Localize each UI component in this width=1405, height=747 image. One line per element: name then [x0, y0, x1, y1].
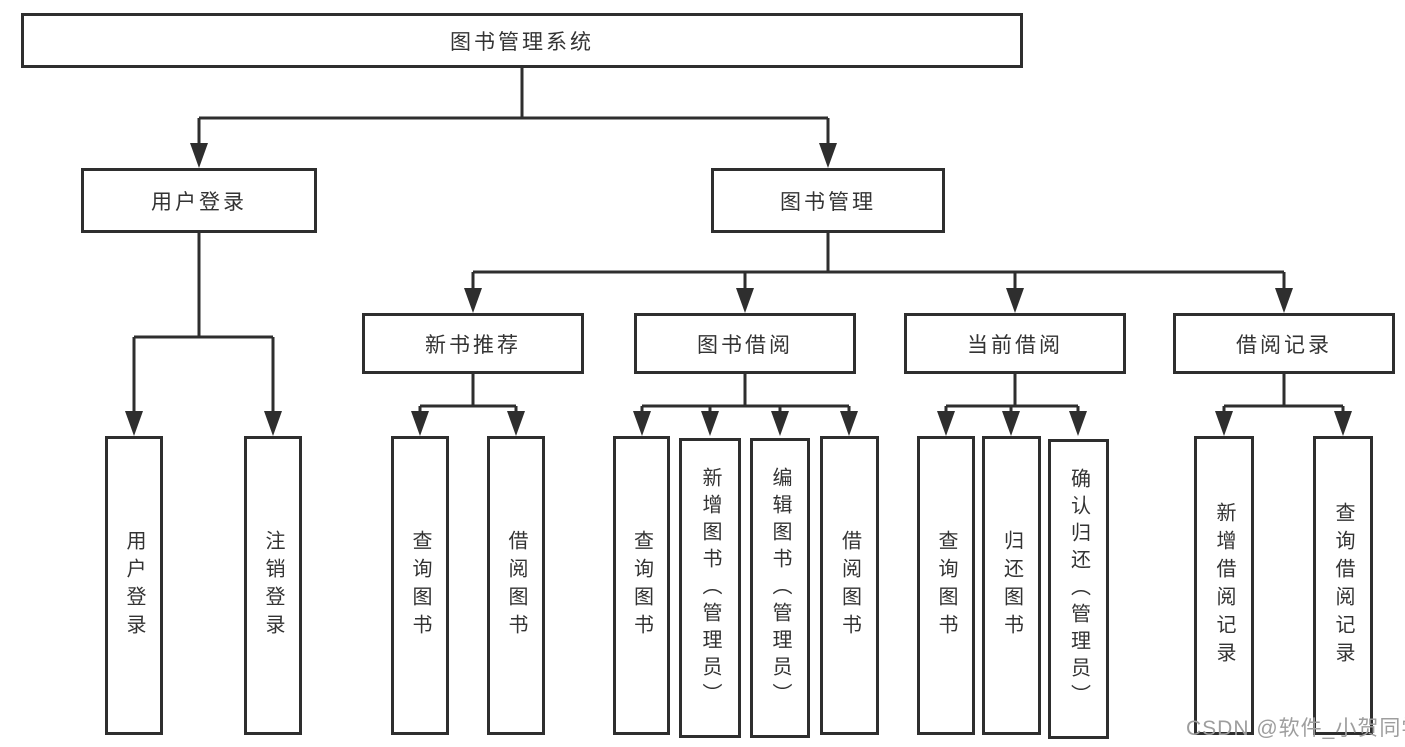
leaf-borrow-edit: 编辑图书（管理员）	[750, 438, 810, 738]
arrow-down-icon	[1069, 411, 1087, 436]
leaf-current-query: 查询图书	[917, 436, 975, 735]
node-book-borrow: 图书借阅	[634, 313, 856, 374]
node-root: 图书管理系统	[21, 13, 1023, 68]
connector-mgmt-rail	[473, 233, 1284, 274]
arrow-down-icon	[190, 143, 208, 168]
arrow-down-icon	[736, 288, 754, 313]
node-new-book-recommend: 新书推荐	[362, 313, 584, 374]
node-book-borrow-label: 图书借阅	[697, 333, 793, 357]
leaf-borrow-add-label: 新增图书（管理员）	[699, 466, 721, 710]
arrow-down-icon	[464, 288, 482, 313]
node-root-label: 图书管理系统	[450, 30, 594, 54]
leaf-record-add-label: 新增借阅记录	[1213, 501, 1235, 670]
leaf-borrow-borrow: 借阅图书	[820, 436, 879, 735]
leaf-record-query: 查询借阅记录	[1313, 436, 1373, 735]
leaf-logout-login-label: 注销登录	[262, 529, 284, 642]
arrow-down-icon	[264, 411, 282, 436]
arrow-down-icon	[1334, 411, 1352, 436]
leaf-borrow-add: 新增图书（管理员）	[679, 438, 741, 738]
leaf-current-return: 归还图书	[982, 436, 1041, 735]
node-new-book-recommend-label: 新书推荐	[425, 333, 521, 357]
leaf-user-login-label: 用户登录	[123, 529, 145, 642]
connector-record-rail	[1224, 374, 1343, 408]
connector-login-rail	[134, 233, 273, 339]
arrow-down-icon	[633, 411, 651, 436]
leaf-current-confirm-label: 确认归还（管理员）	[1067, 467, 1090, 711]
node-book-management-label: 图书管理	[780, 190, 876, 214]
arrow-down-icon	[125, 411, 143, 436]
arrow-down-icon	[507, 411, 525, 436]
arrow-down-icon	[840, 411, 858, 436]
connector-level2-stubs	[197, 118, 830, 148]
leaf-current-return-label: 归还图书	[1000, 529, 1023, 642]
leaf-newbook-borrow: 借阅图书	[487, 436, 545, 735]
leaf-record-query-label: 查询借阅记录	[1332, 501, 1354, 670]
node-user-login-label: 用户登录	[151, 190, 247, 214]
connector-root-rail	[199, 65, 828, 120]
watermark: CSDN @软件_小贺同学	[1186, 717, 1405, 740]
leaf-borrow-query: 查询图书	[613, 436, 670, 735]
node-borrow-record: 借阅记录	[1173, 313, 1395, 374]
node-book-management: 图书管理	[711, 168, 945, 233]
arrow-down-icon	[1006, 288, 1024, 313]
arrow-down-icon	[1275, 288, 1293, 313]
node-user-login: 用户登录	[81, 168, 317, 233]
leaf-current-query-label: 查询图书	[935, 529, 957, 642]
arrow-down-icon	[771, 411, 789, 436]
connector-borrow-rail	[642, 374, 849, 408]
arrow-down-icon	[937, 411, 955, 436]
leaf-current-confirm: 确认归还（管理员）	[1048, 439, 1109, 739]
leaf-logout-login: 注销登录	[244, 436, 302, 735]
leaf-user-login: 用户登录	[105, 436, 163, 735]
arrowheads	[125, 143, 1352, 436]
leaf-newbook-query: 查询图书	[391, 436, 449, 735]
node-current-borrow: 当前借阅	[904, 313, 1126, 374]
connector-newbook-rail	[420, 374, 516, 408]
node-current-borrow-label: 当前借阅	[967, 333, 1063, 357]
leaf-record-add: 新增借阅记录	[1194, 436, 1254, 735]
arrow-down-icon	[819, 143, 837, 168]
leaf-borrow-borrow-label: 借阅图书	[838, 529, 861, 642]
arrow-down-icon	[1002, 411, 1020, 436]
connector-current-rail	[946, 374, 1078, 408]
connector-level3-stubs	[471, 272, 1286, 294]
node-borrow-record-label: 借阅记录	[1236, 333, 1332, 357]
arrow-down-icon	[701, 411, 719, 436]
connector-level4-stubs	[418, 406, 1345, 418]
arrow-down-icon	[1215, 411, 1233, 436]
leaf-borrow-query-label: 查询图书	[630, 529, 653, 642]
leaf-newbook-query-label: 查询图书	[409, 529, 431, 642]
connector-login-stubs	[132, 337, 275, 418]
arrow-down-icon	[411, 411, 429, 436]
leaf-newbook-borrow-label: 借阅图书	[505, 529, 527, 642]
leaf-borrow-edit-label: 编辑图书（管理员）	[769, 466, 791, 710]
